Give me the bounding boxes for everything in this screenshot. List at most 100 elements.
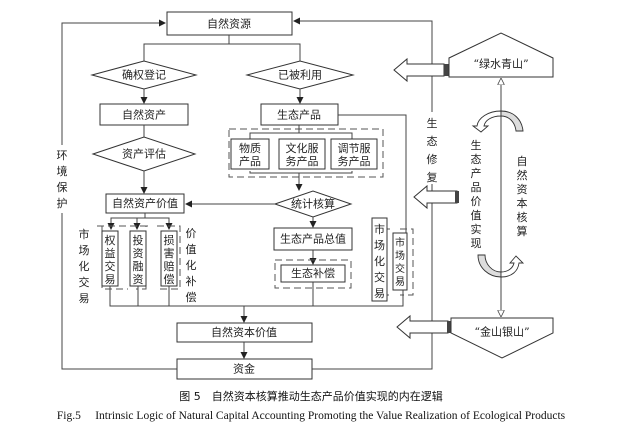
node-eco-compensation: 生态补偿: [280, 264, 346, 283]
hollow-arrow-top: [393, 57, 449, 83]
branch-left: [143, 35, 230, 61]
svg-text:投: 投: [133, 233, 144, 247]
svg-text:赔: 赔: [164, 259, 175, 273]
node-regulating-services: 调节服 务产品: [330, 138, 378, 170]
svg-text:物质: 物质: [239, 141, 261, 155]
node-equity-trading: 权 益 交 易: [101, 230, 119, 287]
svg-text:态: 态: [471, 153, 482, 166]
svg-text:害: 害: [164, 246, 175, 260]
node-natural-asset-value: 自然资产价值: [105, 193, 185, 214]
svg-text:价: 价: [186, 227, 197, 240]
svg-text:融: 融: [133, 260, 144, 273]
svg-text:易: 易: [79, 292, 90, 305]
node-green-mountains: “绿水青山”: [448, 32, 554, 78]
svg-text:现: 现: [471, 237, 482, 250]
svg-text:本: 本: [517, 196, 528, 210]
svg-text:自: 自: [517, 155, 528, 168]
node-market-trading: 市 场 交 易: [392, 232, 408, 291]
node-material-products: 物质 产品: [230, 138, 270, 170]
svg-text:化: 化: [79, 259, 90, 273]
svg-text:调节服: 调节服: [338, 142, 371, 155]
label-marketized-trading-left: 市 场 化 交 易: [79, 227, 90, 305]
curved-arrow-bottom: [477, 254, 525, 278]
node-funds: 资金: [176, 358, 313, 380]
node-gep: 生态产品总值: [273, 227, 353, 251]
svg-text:益: 益: [105, 246, 116, 260]
svg-text:文化服: 文化服: [286, 141, 319, 155]
svg-text:补: 补: [186, 275, 197, 288]
node-rights-registration: 确权登记: [90, 60, 198, 90]
svg-text:市: 市: [395, 236, 405, 249]
svg-text:态: 态: [427, 135, 438, 148]
svg-text:已被利用: 已被利用: [278, 69, 322, 82]
svg-text:自然资本价值: 自然资本价值: [211, 325, 277, 339]
eco-products-to-market-line: [338, 114, 407, 290]
svg-text:值: 值: [471, 209, 482, 222]
svg-text:权: 权: [105, 234, 116, 247]
svg-text:环: 环: [57, 149, 68, 162]
svg-text:偿: 偿: [164, 272, 175, 286]
svg-text:交: 交: [79, 275, 90, 289]
node-investment-financing: 投 资 融 资: [129, 230, 147, 287]
svg-text:化: 化: [374, 254, 385, 268]
svg-text:“金山银山”: “金山银山”: [474, 325, 529, 339]
label-value-compensation: 价 值 化 补 偿: [186, 227, 197, 304]
svg-text:资产评估: 资产评估: [122, 147, 166, 161]
svg-text:易: 易: [105, 273, 116, 286]
branch-right: [229, 43, 301, 61]
node-natural-capital-value: 自然资本价值: [176, 322, 313, 343]
svg-text:交: 交: [395, 262, 405, 275]
node-statistical-accounting: 统计核算: [273, 190, 353, 218]
svg-text:产品: 产品: [239, 154, 261, 168]
node-ecological-products: 生态产品: [260, 103, 339, 126]
svg-text:境: 境: [57, 164, 68, 178]
svg-text:资: 资: [133, 247, 144, 260]
svg-text:交: 交: [105, 259, 116, 273]
svg-text:损: 损: [164, 233, 175, 247]
svg-text:实: 实: [471, 222, 482, 236]
node-utilized: 已被利用: [245, 60, 355, 90]
svg-text:护: 护: [57, 196, 68, 210]
svg-text:生: 生: [427, 116, 438, 130]
svg-text:偿: 偿: [186, 290, 197, 304]
svg-text:算: 算: [517, 224, 528, 238]
caption-chinese: 图 5 自然资本核算推动生态产品价值实现的内在逻辑: [179, 390, 443, 403]
svg-text:场: 场: [79, 243, 90, 257]
node-cultural-services: 文化服 务产品: [278, 138, 326, 170]
node-natural-resources: 自然资源: [166, 11, 293, 36]
svg-text:自然资产: 自然资产: [122, 108, 166, 122]
svg-text:价: 价: [471, 195, 482, 208]
svg-text:场: 场: [395, 249, 405, 262]
caption-english: Fig.5 Intrinsic Logic of Natural Capital…: [56, 410, 566, 422]
hollow-arrow-bottom: [396, 314, 452, 340]
svg-text:易: 易: [395, 276, 405, 288]
svg-text:务产品: 务产品: [338, 154, 371, 168]
svg-text:自然资源: 自然资源: [207, 17, 251, 31]
svg-text:市: 市: [79, 227, 90, 241]
collector-line: [109, 286, 404, 307]
svg-text:自然资产价值: 自然资产价值: [112, 196, 178, 210]
svg-text:保: 保: [57, 180, 68, 194]
curved-arrow-top: [471, 110, 524, 133]
product-types-group: [228, 128, 384, 178]
svg-text:确权登记: 确权登记: [122, 68, 166, 82]
svg-text:“绿水青山”: “绿水青山”: [473, 57, 528, 71]
svg-text:统计核算: 统计核算: [291, 197, 335, 211]
svg-text:资: 资: [517, 183, 528, 196]
svg-text:生态产品总值: 生态产品总值: [280, 232, 346, 246]
svg-text:复: 复: [427, 170, 438, 184]
label-environmental-protection: 环 境 保 护: [54, 145, 70, 213]
label-ecological-restoration: 生 态 修 复: [424, 112, 440, 184]
svg-text:修: 修: [427, 152, 438, 166]
svg-text:值: 值: [186, 243, 197, 256]
node-gold-mountains: “金山银山”: [450, 317, 554, 359]
svg-text:市: 市: [374, 222, 385, 236]
eco-compensation-group: [274, 259, 352, 289]
svg-text:核: 核: [517, 210, 528, 224]
label-eco-product-value-realization: 生 态 产 品 价 值 实 现: [471, 138, 482, 250]
svg-text:资金: 资金: [233, 362, 255, 376]
svg-text:然: 然: [517, 168, 528, 182]
market-trading-group: [400, 228, 414, 296]
hollow-arrow-middle: [413, 184, 459, 210]
